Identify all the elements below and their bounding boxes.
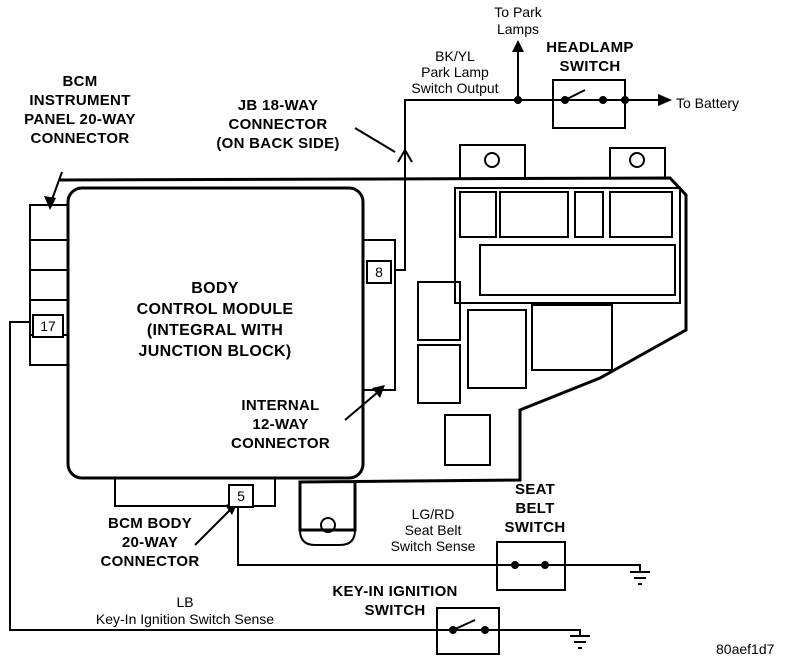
internal-connector-label: INTERNAL 12-WAY CONNECTOR — [230, 397, 331, 452]
relay-2 — [417, 344, 461, 404]
figure-id: 80aef1d7 — [716, 641, 775, 657]
leader-internal — [344, 391, 379, 421]
to-battery-label: To Battery — [676, 95, 740, 111]
jb-connector-label: JB 18-WAY CONNECTOR (ON BACK SIDE) — [216, 97, 340, 152]
mount-tab-right — [609, 147, 666, 178]
body-connector — [114, 477, 276, 507]
leader-jb — [354, 127, 396, 153]
keyin-switch-label: KEY-IN IGNITION SWITCH — [332, 583, 458, 619]
relay-1 — [417, 281, 461, 341]
mount-hole-right — [629, 152, 645, 168]
bcm-body-connector-label: BCM BODY 20-WAY CONNECTOR — [100, 515, 200, 570]
arrow-park-lamps — [512, 40, 524, 52]
ip-connector — [29, 204, 69, 366]
mount-tab-bottom — [299, 482, 356, 546]
mount-tab-left — [459, 144, 526, 178]
bkyl-wire-label: BK/YL Park Lamp Switch Output — [411, 48, 499, 96]
relay-3 — [467, 309, 527, 389]
wire-lgrd — [237, 506, 641, 572]
bcm-ip-connector-label: BCM INSTRUMENT PANEL 20-WAY CONNECTOR — [24, 73, 136, 147]
ground-seat-belt — [630, 571, 650, 585]
mount-hole-bottom — [320, 517, 336, 533]
mount-hole-left — [484, 152, 500, 168]
relay-4 — [531, 304, 613, 371]
arrow-ip — [44, 196, 56, 210]
arrow-to-battery — [658, 94, 672, 106]
ground-keyin — [570, 635, 590, 649]
socket — [444, 414, 491, 466]
lb-wire-label: LB Key-In Ignition Switch Sense — [95, 594, 275, 627]
fuse-block — [454, 187, 681, 304]
pin-17: 17 — [32, 314, 64, 338]
lgrd-wire-label: LG/RD Seat Belt Switch Sense — [390, 506, 476, 554]
bcm-body-label: BODY CONTROL MODULE (INTEGRAL WITH JUNCT… — [136, 280, 294, 360]
park-lamps-label: To Park Lamps — [494, 4, 542, 37]
splice-dot — [514, 96, 522, 104]
seat-belt-switch-label: SEAT BELT SWITCH — [504, 481, 566, 536]
seat-belt-switch-box — [496, 541, 566, 591]
leader-body — [194, 509, 231, 546]
keyin-switch-box — [436, 607, 500, 655]
headlamp-switch-label: HEADLAMP SWITCH — [546, 39, 634, 75]
wire-lb — [9, 321, 581, 636]
headlamp-switch-box — [552, 79, 626, 129]
pin-5: 5 — [228, 484, 254, 508]
pin-8: 8 — [366, 260, 392, 284]
